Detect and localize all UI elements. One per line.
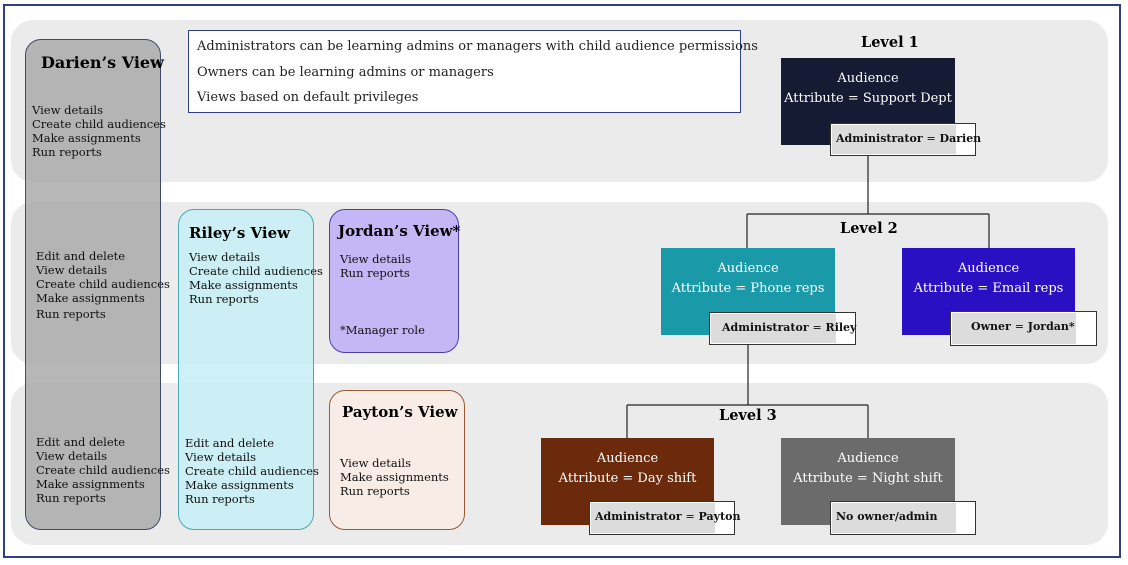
privilege-item: Edit and delete [36, 435, 126, 449]
payton-view-title: Payton’s View [342, 403, 458, 421]
audience-label: Audience [717, 261, 779, 276]
privilege-item: Make assignments [36, 477, 145, 491]
privilege-item: View details [36, 263, 107, 277]
level-1-label: Level 1 [861, 34, 919, 51]
audience-attribute: Attribute = Support Dept [784, 91, 952, 106]
audience-label: Audience [837, 451, 899, 466]
tag-role: Administrator [595, 510, 682, 523]
manager-role-note: *Manager role [340, 323, 425, 337]
privilege-item: Run reports [185, 492, 255, 506]
darien-level2-privileges: Edit and delete View details Create chil… [36, 249, 170, 321]
tag-equals: = [685, 510, 695, 523]
tag-equals: = [1014, 320, 1024, 333]
privilege-item: View details [340, 252, 411, 266]
info-line: Views based on default privileges [197, 90, 419, 105]
tag-person: Payton [698, 510, 741, 523]
privilege-item: Run reports [340, 484, 410, 498]
tag-role: Owner [971, 320, 1011, 333]
riley-level2-privileges: View details Create child audiences Make… [189, 250, 323, 306]
privilege-item: Make assignments [32, 131, 141, 145]
jordan-privileges: View details Run reports [340, 252, 411, 280]
audience-attribute: Attribute = Day shift [558, 471, 697, 486]
darien-view-title: Darien’s View [41, 53, 164, 72]
audience-attribute: Attribute = Phone reps [671, 281, 825, 296]
privilege-item: View details [36, 449, 107, 463]
riley-level3-privileges: Edit and delete View details Create chil… [185, 436, 319, 506]
privilege-item: Run reports [189, 292, 259, 306]
privilege-item: Edit and delete [36, 249, 126, 263]
tag-person: Jordan* [1027, 320, 1075, 333]
privilege-item: Create child audiences [36, 277, 170, 291]
tag-person: Darien [939, 132, 982, 145]
jordan-view-panel: Jordan’s View* View details Run reports … [329, 209, 461, 353]
tag-equals: = [926, 132, 936, 145]
no-owner-tag: No owner/admin [830, 501, 976, 535]
payton-admin-tag: Administrator = Payton [589, 501, 740, 535]
info-line: Owners can be learning admins or manager… [197, 65, 494, 80]
payton-privileges: View details Make assignments Run report… [340, 456, 449, 498]
riley-view-panel: Riley’s View View details Create child a… [178, 209, 323, 530]
audience-label: Audience [596, 451, 659, 466]
privilege-item: Make assignments [189, 278, 298, 292]
privilege-item: Make assignments [36, 291, 145, 305]
darien-admin-tag: Administrator = Darien [830, 123, 981, 156]
privilege-item: Make assignments [185, 478, 294, 492]
riley-view-title: Riley’s View [189, 224, 291, 242]
privilege-item: Edit and delete [185, 436, 275, 450]
privilege-item: Run reports [36, 491, 106, 505]
darien-level1-privileges: View details Create child audiences Make… [32, 103, 166, 159]
day-shift-audience[interactable]: Audience Attribute = Day shift [541, 438, 714, 525]
tag-role: Administrator [836, 132, 923, 145]
audience-label: Audience [837, 71, 899, 86]
tag-equals: = [812, 321, 822, 334]
tag-person: Riley [825, 321, 857, 334]
privilege-item: Create child audiences [36, 463, 170, 477]
privilege-item: Create child audiences [189, 264, 323, 278]
jordan-view-title: Jordan’s View* [338, 222, 461, 240]
privilege-item: Create child audiences [32, 117, 166, 131]
tag-role: No owner/admin [836, 510, 938, 523]
jordan-owner-tag: Owner = Jordan* [950, 311, 1097, 346]
darien-view-panel: Darien’s View View details Create child … [25, 39, 170, 530]
privilege-item: Make assignments [340, 470, 449, 484]
privilege-item: Run reports [340, 266, 410, 280]
privilege-item: View details [185, 450, 256, 464]
privilege-item: Create child audiences [185, 464, 319, 478]
riley-admin-tag: Administrator = Riley [709, 312, 856, 345]
audience-attribute: Attribute = Email reps [913, 281, 1064, 296]
level-3-label: Level 3 [719, 407, 777, 424]
info-line: Administrators can be learning admins or… [197, 39, 758, 54]
audience-label: Audience [957, 261, 1020, 276]
privilege-item: View details [340, 456, 411, 470]
privilege-item: View details [32, 103, 103, 117]
payton-view-panel: Payton’s View View details Make assignme… [329, 390, 465, 530]
audience-attribute: Attribute = Night shift [793, 471, 943, 486]
privilege-item: View details [189, 250, 260, 264]
tag-role: Administrator [722, 321, 809, 334]
legend-info-box: Administrators can be learning admins or… [188, 30, 758, 113]
diagram-frame [3, 4, 1121, 558]
level-2-label: Level 2 [840, 220, 898, 237]
privilege-item: Run reports [36, 307, 106, 321]
privilege-item: Run reports [32, 145, 102, 159]
darien-level3-privileges: Edit and delete View details Create chil… [36, 435, 170, 505]
